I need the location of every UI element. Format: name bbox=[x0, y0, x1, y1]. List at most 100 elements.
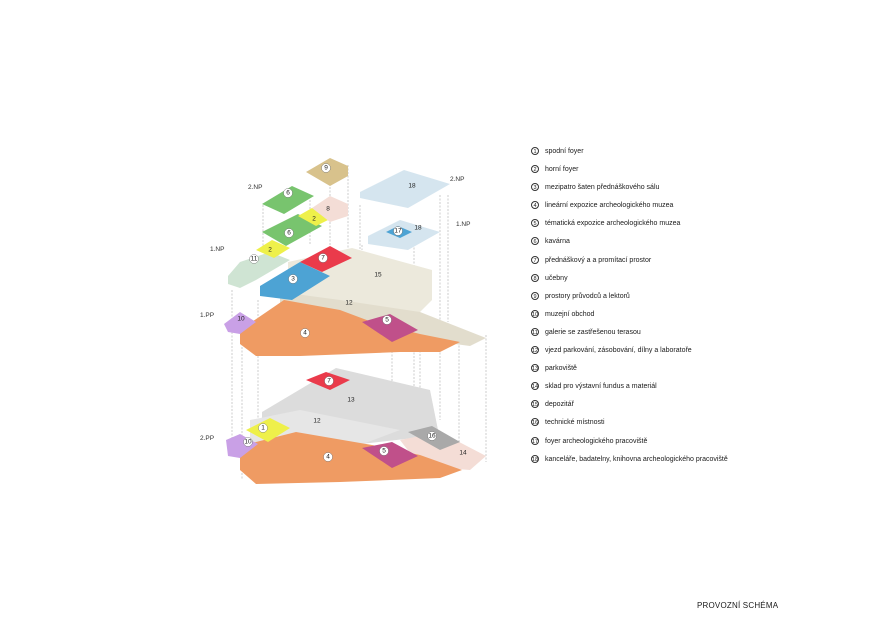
legend-label: horní foyer bbox=[545, 166, 579, 174]
zone-label-6a: 6 bbox=[286, 190, 290, 197]
zone-label-7b: 7 bbox=[327, 378, 331, 385]
legend-item: 14 sklad pro výstavní fundus a materiál bbox=[531, 382, 731, 391]
level-label-left-1pp: 1.PP bbox=[200, 312, 214, 319]
zone-label-13: 13 bbox=[347, 397, 355, 404]
zone-label-10a: 10 bbox=[237, 316, 245, 323]
legend-label: vjezd parkování, zásobování, dílny a lab… bbox=[545, 347, 692, 355]
zone-label-6b: 6 bbox=[287, 230, 291, 237]
legend-number: 13 bbox=[531, 364, 539, 373]
legend-number: 11 bbox=[531, 327, 539, 336]
legend-label: technické místnosti bbox=[545, 419, 605, 427]
legend-label: učebny bbox=[545, 274, 568, 282]
legend-label: galerie se zastřešenou terasou bbox=[545, 328, 641, 336]
level-label-left-2pp: 2.PP bbox=[200, 435, 214, 442]
legend-item: 9 prostory průvodců a lektorů bbox=[531, 291, 731, 301]
legend-number: 12 bbox=[531, 346, 539, 355]
zone-label-18b: 18 bbox=[414, 225, 422, 232]
legend-number: 17 bbox=[531, 436, 539, 445]
legend-label: kavárna bbox=[545, 238, 570, 246]
legend-label: foyer archeologického pracoviště bbox=[545, 437, 648, 445]
sheet-title: PROVOZNÍ SCHÉMA bbox=[697, 601, 779, 610]
legend-item: 8 učebny bbox=[531, 273, 731, 283]
level-label-left-2np: 2.NP bbox=[248, 184, 262, 191]
legend-number: 3 bbox=[531, 183, 539, 192]
zone-label-10b: 10 bbox=[244, 439, 252, 446]
legend-label: parkoviště bbox=[545, 365, 577, 373]
level-np-right bbox=[360, 170, 450, 250]
legend-label: sklad pro výstavní fundus a materiál bbox=[545, 383, 657, 391]
zone-label-8: 8 bbox=[326, 206, 330, 213]
legend-number: 2 bbox=[531, 165, 539, 174]
legend-item: 12 vjezd parkování, zásobování, dílny a l… bbox=[531, 346, 731, 355]
legend: 1 spodní foyer 2 horní foyer 3 mezipatro šate… bbox=[531, 147, 731, 473]
zone-label-15: 15 bbox=[374, 272, 382, 279]
legend-item: 13 parkoviště bbox=[531, 364, 731, 373]
legend-number: 15 bbox=[531, 400, 539, 409]
legend-label: mezipatro šaten přednáškového sálu bbox=[545, 184, 660, 192]
zone-label-14: 14 bbox=[459, 450, 467, 457]
zone-label-11: 11 bbox=[251, 256, 258, 263]
zone-5-thematic-expo-upper bbox=[362, 314, 418, 342]
zone-8-classrooms bbox=[312, 196, 348, 222]
zone-markers: 9 6 8 2 6 2 11 7 3 15 12 10 4 5 18 17 18… bbox=[237, 163, 467, 462]
legend-item: 5 tématická expozice archeologického muze… bbox=[531, 219, 731, 228]
legend-item: 1 spodní foyer bbox=[531, 147, 731, 156]
zone-11-gallery bbox=[228, 252, 290, 288]
legend-label: prostory průvodců a lektorů bbox=[545, 292, 630, 300]
zone-label-4b: 4 bbox=[326, 454, 330, 461]
zone-4-linear-expo-upper bbox=[240, 300, 460, 356]
zone-label-12a: 12 bbox=[345, 300, 353, 307]
level-label-left-1np: 1.NP bbox=[210, 246, 224, 253]
legend-item: 18 kanceláře, badatelny, knihovna archeol… bbox=[531, 454, 731, 464]
level-label-right-2np: 2.NP bbox=[450, 176, 464, 183]
zone-2-upper-foyer-b bbox=[256, 240, 290, 258]
legend-number: 18 bbox=[531, 454, 539, 463]
legend-number: 4 bbox=[531, 201, 539, 210]
legend-item: 10 muzejní obchod bbox=[531, 309, 731, 319]
zone-label-18a: 18 bbox=[408, 183, 416, 190]
legend-number: 1 bbox=[531, 147, 539, 155]
zone-1-lower-foyer bbox=[246, 418, 290, 442]
legend-item: 4 lineární expozice archeologického muzea bbox=[531, 201, 731, 210]
zone-4-linear-expo bbox=[240, 432, 462, 484]
zone-label-12b: 12 bbox=[313, 418, 321, 425]
legend-item: 3 mezipatro šaten přednáškového sálu bbox=[531, 183, 731, 192]
zone-label-5a: 5 bbox=[385, 317, 389, 324]
legend-label: přednáškový a a promítací prostor bbox=[545, 256, 652, 264]
legend-number: 14 bbox=[531, 382, 539, 391]
zone-label-9: 9 bbox=[324, 165, 328, 172]
legend-item: 2 horní foyer bbox=[531, 165, 731, 174]
legend-item: 15 depozitář bbox=[531, 400, 731, 409]
legend-label: tématická expozice archeologického muzea bbox=[545, 220, 681, 228]
zone-6-cafe-a bbox=[262, 186, 314, 214]
legend-number: 9 bbox=[531, 291, 539, 300]
zone-label-4a: 4 bbox=[303, 330, 307, 337]
zone-label-2a: 2 bbox=[312, 216, 316, 223]
legend-number: 8 bbox=[531, 273, 539, 282]
zone-label-3: 3 bbox=[291, 276, 295, 283]
legend-label: lineární expozice archeologického muzea bbox=[545, 202, 674, 210]
zone-5-thematic-expo bbox=[362, 442, 418, 468]
legend-item: 6 kavárna bbox=[531, 237, 731, 246]
zone-label-5b: 5 bbox=[382, 448, 386, 455]
legend-number: 6 bbox=[531, 237, 539, 246]
legend-label: depozitář bbox=[545, 401, 574, 409]
legend-label: muzejní obchod bbox=[545, 310, 595, 318]
legend-item: 11 galerie se zastřešenou terasou bbox=[531, 327, 731, 337]
zone-18-offices-upper bbox=[360, 170, 450, 208]
zone-label-17: 17 bbox=[394, 228, 402, 235]
legend-number: 5 bbox=[531, 219, 539, 228]
zone-label-1: 1 bbox=[261, 425, 265, 432]
zone-2-upper-foyer-a bbox=[298, 208, 332, 226]
zone-label-2b: 2 bbox=[268, 247, 272, 254]
level-label-right-1np: 1.NP bbox=[456, 221, 470, 228]
zone-label-16: 16 bbox=[428, 433, 436, 440]
legend-label: spodní foyer bbox=[545, 148, 584, 155]
zone-label-7a: 7 bbox=[321, 255, 325, 262]
legend-label: kanceláře, badatelny, knihovna archeolog… bbox=[545, 455, 728, 463]
zone-10-shop-upper bbox=[224, 312, 256, 334]
legend-number: 10 bbox=[531, 309, 539, 318]
